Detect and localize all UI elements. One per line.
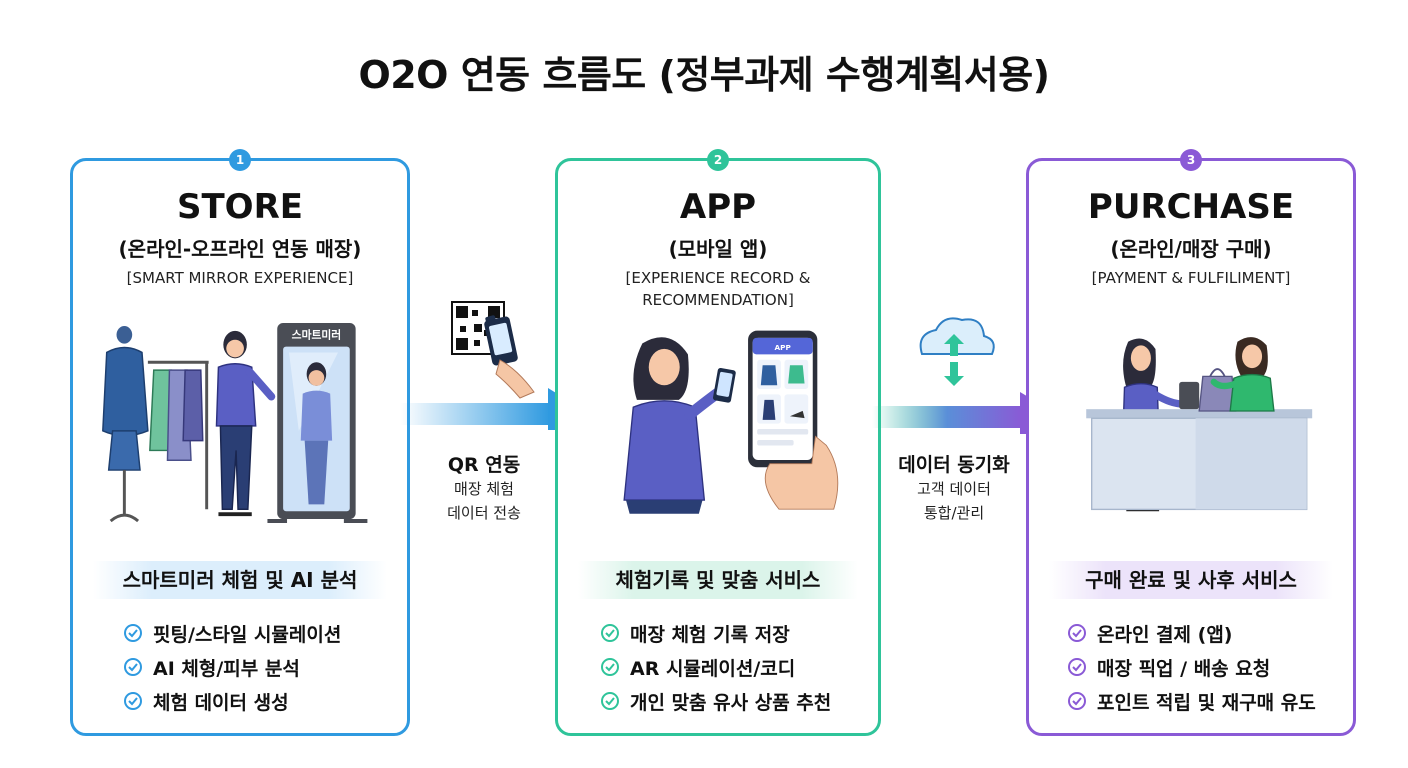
connector-detail: 데이터 전송 [447,504,521,522]
feature-list: 핏팅/스타일 시뮬레이션 AI 체형/피부 분석 체험 데이터 생성 [123,616,397,718]
connector-detail: 통합/관리 [923,504,985,522]
list-item: 온라인 결제 (앱) [1067,616,1331,650]
mobile-app-illustration: APP [623,330,839,514]
store-step-card: 1 STORE (온라인-오프라인 연동 매장) [SMART MIRROR E… [70,149,410,736]
check-circle-icon [1068,692,1086,710]
mannequin-icon [102,325,149,523]
store-counter-icon [1086,381,1313,511]
list-item: 포인트 적립 및 재구매 유도 [1067,684,1331,718]
step-subtitle: (온라인/매장 구매) [1110,237,1272,261]
sync-connector-label: 데이터 동기화 고객 데이터 통합/관리 [890,450,1018,525]
store-clerk-icon [1210,337,1275,412]
step-summary-band: 체험기록 및 맞춤 서비스 [578,561,858,599]
cloud-sync-icon [919,317,995,386]
customer-woman-icon [215,330,276,517]
connector-title: 데이터 동기화 [898,454,1010,476]
list-item: 핏팅/스타일 시뮬레이션 [123,616,397,650]
step-tag: [SMART MIRROR EXPERIENCE] [126,269,354,287]
connector-detail: 고객 데이터 [917,480,991,498]
check-circle-icon [124,692,142,710]
connector-title: QR 연동 [447,454,521,476]
check-circle-icon [601,624,619,642]
step-tag: [PAYMENT & FULFILIMENT] [1091,269,1291,287]
purchase-step-card: 3 PURCHASE (온라인/매장 구매) [PAYMENT & FULFIL… [1026,149,1356,736]
qr-phone-icon [451,301,535,399]
check-circle-icon [601,658,619,676]
check-circle-icon [124,658,142,676]
customer-woman-icon [623,337,736,514]
step-subtitle: (모바일 앱) [668,237,768,261]
page-title: O2O 연동 흐름도 (정부과제 수행계획서용) [358,53,1050,97]
smart-mirror-icon [267,323,368,523]
check-circle-icon [1068,658,1086,676]
clothes-rack-icon [147,360,209,510]
check-circle-icon [1068,624,1086,642]
list-item: 체험 데이터 생성 [123,684,397,718]
step-summary-band: 스마트미러 체험 및 AI 분석 [93,561,387,599]
check-circle-icon [601,692,619,710]
list-item: AI 체형/피부 분석 [123,650,397,684]
step-title: STORE [177,187,303,227]
list-item: 매장 체험 기록 저장 [600,616,860,650]
step-title: APP [679,187,757,227]
mirror-label: 스마트미러 [292,329,342,342]
smartphone-icon [748,330,839,510]
list-item: 개인 맞춤 유사 상품 추천 [600,684,860,718]
list-item: AR 시뮬레이션/코디 [600,650,860,684]
step-number-badge: 3 [1180,149,1202,171]
connector-detail: 매장 체험 [454,480,514,498]
step-summary-band: 구매 완료 및 사후 서비스 [1049,561,1333,599]
feature-list: 온라인 결제 (앱) 매장 픽업 / 배송 요청 포인트 적립 및 재구매 유도 [1067,616,1331,718]
list-item: 매장 픽업 / 배송 요청 [1067,650,1331,684]
smart-mirror-illustration: 스마트미러 [102,323,368,523]
checkout-counter-illustration [1086,337,1313,512]
qr-connector-label: QR 연동 매장 체험 데이터 전송 [420,450,548,525]
check-circle-icon [124,624,142,642]
app-step-card: 2 APP (모바일 앱) [EXPERIENCE RECORD & RECOM… [555,149,881,736]
step-number-badge: 2 [707,149,729,171]
step-number-badge: 1 [229,149,251,171]
step-tag: [EXPERIENCE RECORD & RECOMMENDATION] [625,269,811,309]
step-subtitle: (온라인-오프라인 연동 매장) [118,237,362,261]
step-title: PURCHASE [1087,187,1295,227]
feature-list: 매장 체험 기록 저장 AR 시뮬레이션/코디 개인 맞춤 유사 상품 추천 [600,616,860,718]
app-screen-label: APP [775,343,792,352]
shopping-bag-icon [1198,368,1237,412]
